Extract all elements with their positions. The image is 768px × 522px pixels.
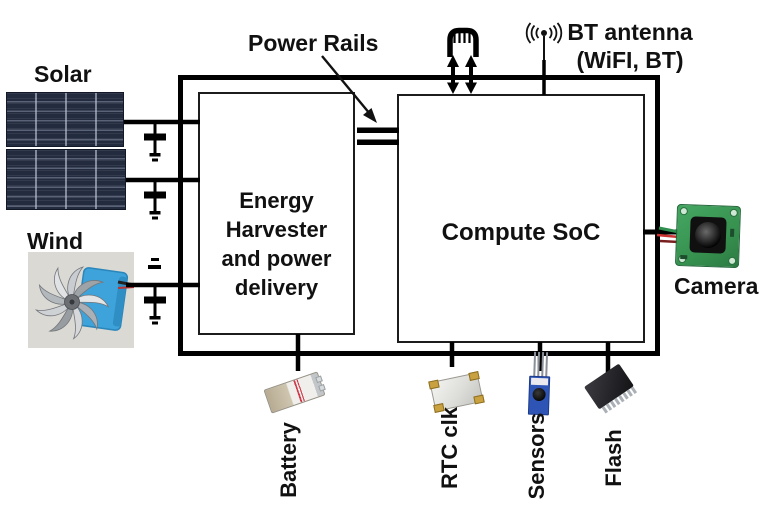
camera-module-image [674,203,742,269]
camera-label: Camera [674,273,759,299]
eh-line-3: and power [221,246,332,271]
wind-label: Wind [27,228,83,254]
rtc-clk-label: RTC clk [437,407,462,489]
capacitor-symbol-2 [144,182,166,220]
battery-image [263,371,326,414]
battery-label: Battery [276,422,301,498]
compute-soc-box [397,94,645,343]
flash-label: Flash [601,429,626,487]
wind-turbine-blades [34,266,110,340]
eh-line-2: Harvester [225,217,328,242]
capacitor-symbol-3 [144,287,166,325]
rtc-crystal-image [428,371,485,413]
eh-line-1: Energy [239,188,314,213]
sensor-board-image [527,351,551,416]
energy-harvester-label: Energy Harvester and power delivery [198,186,355,302]
flash-chip-image [584,363,638,414]
sensors-label: Sensors [524,412,549,500]
solar-panel-1-image [6,92,124,147]
bt-antenna-label-line1: BT antenna [567,19,693,45]
compute-soc-label: Compute SoC [441,219,601,246]
wind-turbine-image [28,252,135,348]
energy-harvester-box [198,92,355,335]
solar-panel-2-image [6,149,126,210]
solar-label: Solar [34,61,92,87]
eh-line-4: delivery [234,275,319,300]
bt-antenna-label-line2: (WiFI, BT) [576,47,684,73]
power-rails-label: Power Rails [248,30,379,56]
capacitor-symbol-1 [144,124,166,162]
system-boundary-box [178,75,660,356]
wind-ground-marks [148,258,161,269]
bt-antenna-label: BT antenna (WiFI, BT) [566,18,694,74]
